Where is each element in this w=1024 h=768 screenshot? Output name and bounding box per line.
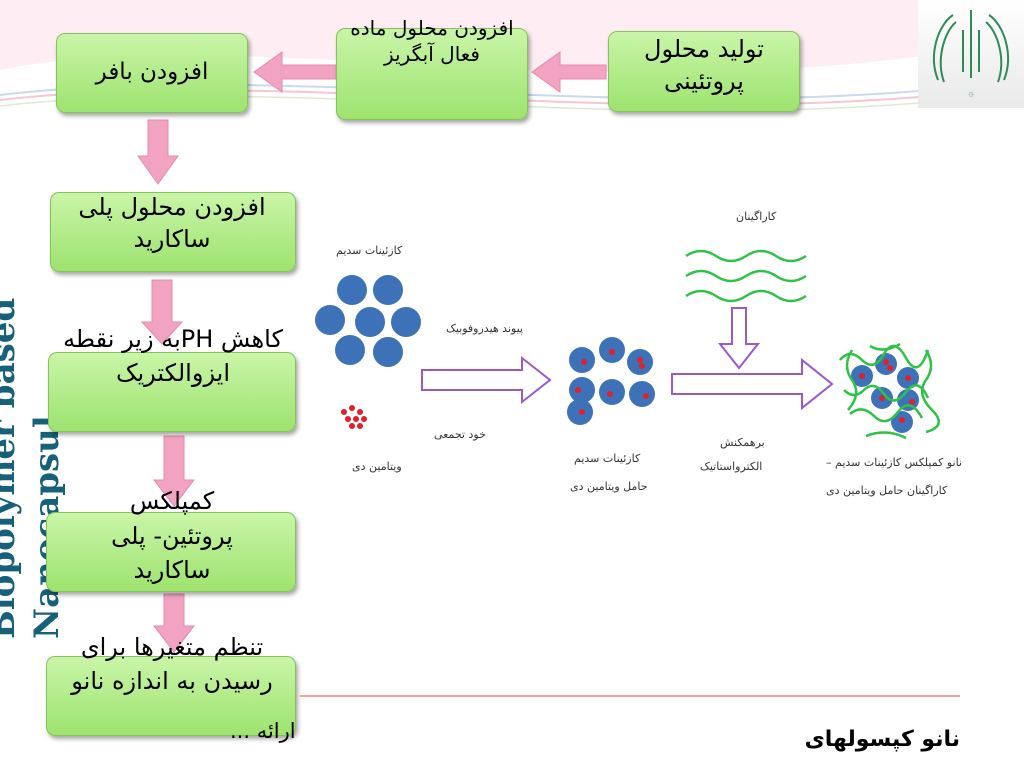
label-nano-2: کاراگینان حامل ویتامین دی: [826, 484, 948, 497]
label-casein-loaded-2: حامل ویتامین دی: [570, 480, 648, 493]
step1-text: تولید محلول پروتئینی: [644, 35, 764, 95]
label-vitamin: ویتامین دی: [352, 460, 402, 473]
side-title-line1: Biopolymer based: [0, 297, 23, 639]
step7-text: تنظم متغیرها برای رسیدن به اندازه نانو: [71, 633, 273, 696]
process-arrow-2: [671, 357, 834, 411]
flow-box-step7: [46, 656, 296, 736]
vitamin-dots: [341, 405, 367, 429]
footer-left-text: ارائه ...: [230, 719, 296, 743]
process-arrow-down: [717, 307, 761, 370]
step2-text: افزودن محلول ماده فعال آبگریز: [350, 16, 514, 66]
step6-text: کمپلکس پروتئین- پلی ساکارید: [111, 487, 233, 585]
label-hydrophobic: پیوند هیدروفوبیک: [446, 322, 524, 335]
process-arrow-1: [421, 355, 552, 405]
carrageenan-chains: [685, 249, 807, 303]
flow-box-step2: [336, 28, 528, 120]
flow-box-step6: [46, 512, 296, 592]
label-selfassembly: خود تجمعی: [434, 428, 486, 441]
encapsulation-schematic: [315, 249, 940, 440]
svg-text:۞: ۞: [968, 89, 974, 99]
flow-box-step5: [48, 352, 296, 432]
casein-particles: [315, 275, 421, 367]
step4-text: افزودن محلول پلی ساکارید: [78, 193, 266, 253]
footer-divider: [300, 695, 960, 697]
step3-text: افزودن بافر: [95, 59, 209, 85]
label-electro-2: الکترواستاتیک: [700, 460, 763, 473]
label-electro-1: برهمکنش: [720, 436, 765, 449]
flow-box-step1: [608, 31, 800, 112]
loaded-casein-particles: [567, 337, 655, 425]
footer-title: نانو کپسولهای: [804, 727, 960, 752]
label-carrageenan: کاراگینان: [736, 210, 777, 223]
flow-box-step4: [50, 192, 296, 272]
nanocomplex: [839, 342, 940, 440]
flow-box-step3: [56, 33, 248, 113]
label-casein-loaded-1: کازئینات سدیم: [574, 452, 641, 465]
label-nano-1: نانو کمپلکس کازئینات سدیم –: [826, 456, 962, 469]
university-logo: ۞: [918, 0, 1024, 108]
step5-text: کاهش PHبه زیر نقطه ایزوالکتریک: [63, 325, 283, 388]
label-casein: کازئینات سدیم: [336, 244, 403, 257]
